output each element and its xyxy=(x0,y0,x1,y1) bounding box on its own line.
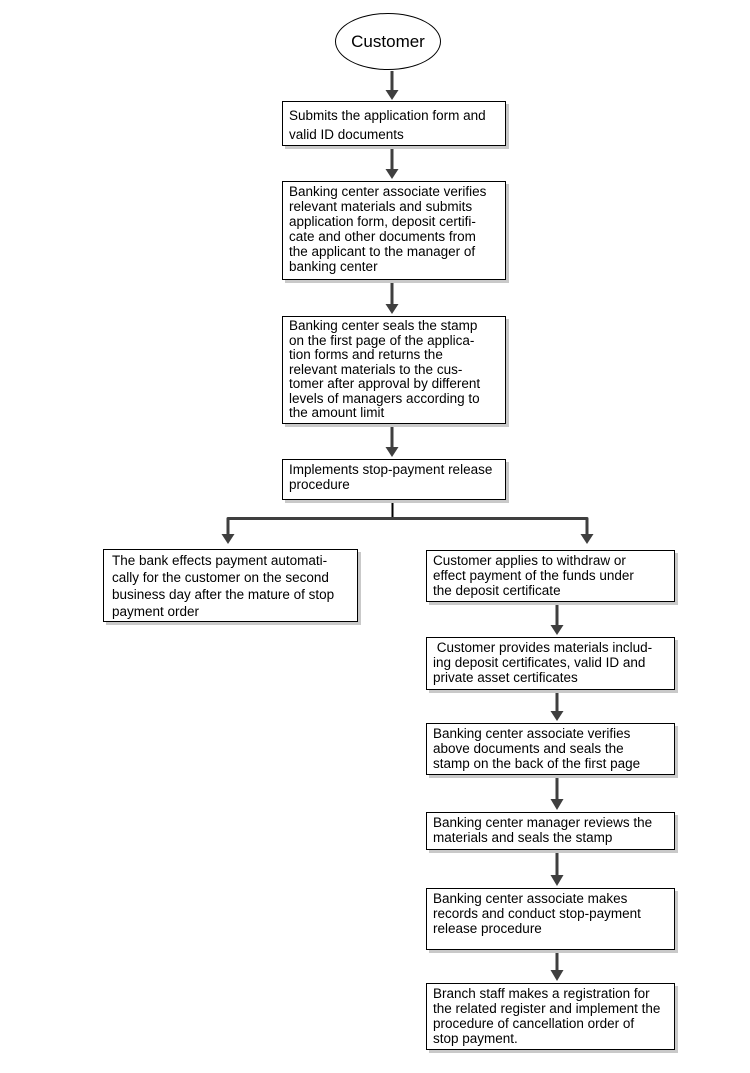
node-associate-verifies-documents: Banking center associate verifies above … xyxy=(426,723,675,775)
flow-arrow-verifydocs-to-review xyxy=(550,777,564,810)
node-associate-makes-records: Banking center associate makes records a… xyxy=(426,888,675,950)
branch-connector xyxy=(221,501,594,544)
flow-arrow-customer-to-submit xyxy=(385,71,399,100)
node-customer-provides-materials: Customer provides materials includ- ing … xyxy=(426,637,675,690)
node-implements-stop-payment-release: Implements stop-payment release procedur… xyxy=(282,459,506,500)
flow-arrow-seal-to-release xyxy=(385,427,399,457)
node-auto-payment: The bank effects payment automati- cally… xyxy=(103,549,358,622)
node-customer: Customer xyxy=(335,13,441,70)
node-associate-verifies-materials: Banking center associate verifies releva… xyxy=(282,181,506,280)
flow-arrow-applies-to-provides xyxy=(550,604,564,635)
node-seals-stamp-first-page: Banking center seals the stamp on the fi… xyxy=(282,316,506,424)
node-branch-staff-registration: Branch staff makes a registration for th… xyxy=(426,983,675,1050)
node-manager-reviews: Banking center manager reviews the mater… xyxy=(426,812,675,850)
node-customer-label: Customer xyxy=(351,31,425,51)
flow-arrow-provides-to-verifydocs xyxy=(550,692,564,721)
flow-arrow-review-to-records xyxy=(550,852,564,886)
node-submit-application: Submits the application form and valid I… xyxy=(282,101,506,146)
flow-arrow-records-to-branchstaff xyxy=(550,952,564,981)
flow-arrow-verify-to-seal xyxy=(385,283,399,314)
node-customer-applies-withdraw: Customer applies to withdraw or effect p… xyxy=(426,550,675,602)
flow-arrow-submit-to-verify xyxy=(385,149,399,179)
